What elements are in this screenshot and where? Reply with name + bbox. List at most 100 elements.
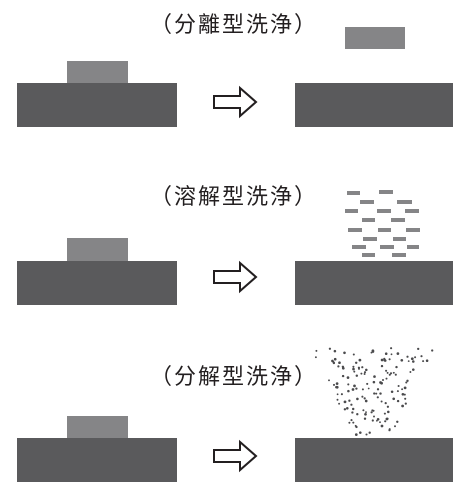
decomposed-particle xyxy=(348,421,351,424)
decomposed-particle xyxy=(367,387,370,390)
dissolved-fragment xyxy=(345,209,358,213)
decomposed-particle xyxy=(390,390,394,393)
decomposed-particle xyxy=(396,420,399,423)
decomposed-particle xyxy=(388,373,391,376)
decomposed-particle xyxy=(337,365,340,368)
decomposed-particle xyxy=(365,411,367,414)
decomposed-particle xyxy=(361,388,364,391)
dissolved-fragment xyxy=(380,245,394,249)
decomposed-particle xyxy=(362,409,365,412)
decomposed-particle xyxy=(355,374,359,377)
decomposed-particle xyxy=(353,370,356,373)
dissolved-fragment xyxy=(393,237,406,241)
decomposed-particle xyxy=(384,352,388,355)
decomposed-particle xyxy=(333,357,337,361)
decomposed-particle xyxy=(361,366,364,369)
decomposed-particle xyxy=(358,358,362,362)
decomposed-particle xyxy=(373,392,376,395)
decomposed-particle xyxy=(315,349,318,352)
after-substrate xyxy=(295,83,453,127)
decomposed-particle xyxy=(364,399,368,403)
decomposed-particle xyxy=(363,373,366,375)
decomposed-particle xyxy=(352,421,355,424)
decomposed-particle xyxy=(417,347,420,351)
decomposed-particle xyxy=(420,355,423,358)
dissolved-fragment xyxy=(392,253,406,257)
after-substrate xyxy=(295,438,453,482)
decomposed-particle xyxy=(390,353,393,356)
right-hollow-arrow-icon xyxy=(213,85,258,119)
decomposed-particle xyxy=(384,359,387,362)
decomposed-particle xyxy=(343,408,347,411)
decomposed-particle xyxy=(373,375,376,378)
decomposed-particle xyxy=(343,400,347,404)
decomposed-particle xyxy=(376,419,378,422)
before-contaminant xyxy=(67,416,128,438)
decomposed-particle xyxy=(410,357,414,361)
decomposed-particle xyxy=(384,401,387,405)
dissolved-fragment xyxy=(363,237,377,241)
decomposed-particle xyxy=(351,411,354,414)
decomposed-particle xyxy=(351,407,355,411)
decomposed-particle xyxy=(332,383,336,386)
decomposed-particle xyxy=(371,419,374,422)
decomposed-particle xyxy=(331,359,334,363)
decomposed-particle xyxy=(380,364,384,368)
dissolved-fragment xyxy=(348,228,362,232)
decomposed-particle xyxy=(412,360,415,363)
decomposed-particle xyxy=(401,404,404,408)
dissolved-fragment xyxy=(397,200,412,204)
decomposed-particle xyxy=(425,359,429,362)
decomposed-particle xyxy=(431,349,434,352)
decomposed-particle xyxy=(352,367,355,371)
before-substrate xyxy=(17,261,177,305)
panel-separation-caption: （分離型洗浄） xyxy=(150,13,318,38)
decomposed-particle xyxy=(392,371,395,374)
decomposed-particle xyxy=(361,395,364,398)
dissolved-fragment xyxy=(347,191,360,195)
decomposed-particle xyxy=(370,351,373,354)
decomposed-particle xyxy=(376,396,379,399)
dissolved-fragment xyxy=(362,218,375,222)
decomposed-particle xyxy=(366,382,369,385)
decomposed-particle xyxy=(385,377,388,380)
decomposed-particle xyxy=(383,357,386,360)
decomposed-particle xyxy=(384,420,387,423)
panel-dissolution: （溶解型洗浄） xyxy=(17,185,453,305)
dissolved-fragment xyxy=(406,228,420,232)
decomposed-particle xyxy=(404,402,407,405)
panel-decomposition-caption: （分解型洗浄） xyxy=(150,365,318,390)
decomposed-particle xyxy=(328,347,332,350)
decomposed-particle xyxy=(363,371,367,374)
after-substrate xyxy=(295,261,453,305)
decomposed-particle xyxy=(347,383,350,386)
before-contaminant xyxy=(67,238,128,261)
decomposed-particle xyxy=(353,384,356,388)
decomposed-particle xyxy=(388,429,391,432)
decomposed-particle xyxy=(395,365,398,369)
decomposed-particle xyxy=(348,399,351,402)
decomposed-particle xyxy=(380,358,384,362)
decomposed-particle xyxy=(352,365,355,368)
dissolved-fragment xyxy=(405,209,419,213)
decomposed-particle xyxy=(388,358,391,361)
decomposed-particle xyxy=(409,371,412,373)
decomposed-particle xyxy=(403,393,406,396)
decomposed-particle xyxy=(355,387,358,390)
decomposed-particle xyxy=(380,424,384,428)
decomposed-particle xyxy=(360,372,363,375)
decomposed-particles xyxy=(314,347,434,436)
decomposed-particle xyxy=(396,399,400,403)
decomposed-particle xyxy=(336,398,339,401)
decomposed-particle xyxy=(338,361,341,365)
decomposed-particle xyxy=(343,351,346,355)
decomposed-particle xyxy=(314,356,317,359)
decomposed-particle xyxy=(333,349,337,353)
panel-separation: （分離型洗浄） xyxy=(17,13,453,127)
decomposed-particle xyxy=(406,379,409,382)
panel-dissolution-caption: （溶解型洗浄） xyxy=(150,185,318,210)
decomposed-particle xyxy=(340,393,343,396)
decomposed-particle xyxy=(372,380,376,384)
dissolved-fragment xyxy=(378,228,391,232)
